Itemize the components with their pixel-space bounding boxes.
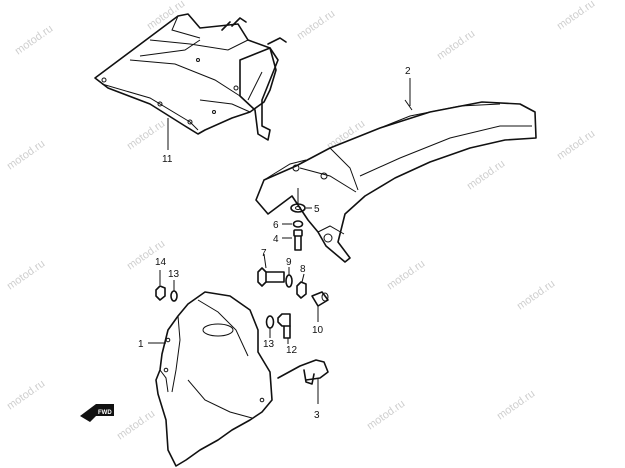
watermark-text: motod.ru [5, 378, 47, 413]
part-4-bolt [293, 229, 303, 251]
fwd-direction-arrow: FWD [80, 404, 114, 422]
callout-8: 8 [300, 264, 306, 275]
callout-5: 5 [314, 204, 320, 215]
leader-8 [301, 273, 305, 283]
watermark-text: motod.ru [555, 0, 597, 32]
callout-10: 10 [312, 325, 324, 336]
part-13-washer-left [170, 290, 178, 302]
callout-6: 6 [273, 220, 279, 231]
callout-11: 11 [162, 154, 173, 165]
callout-7: 7 [261, 248, 267, 259]
fwd-label: FWD [98, 410, 112, 416]
watermark-text: motod.ru [515, 278, 557, 313]
callout-2: 2 [405, 66, 411, 77]
leader-7 [263, 253, 267, 269]
callout-4: 4 [273, 234, 279, 245]
part-2-rear-fender [255, 99, 537, 263]
part-8-nut [296, 281, 307, 299]
watermark-text: motod.ru [295, 8, 337, 43]
part-12-bolt [277, 313, 291, 339]
part-6-washer [292, 220, 304, 228]
callout-14: 14 [155, 257, 167, 268]
callout-13a: 13 [168, 269, 180, 280]
watermark-text: motod.ru [13, 23, 55, 58]
part-1-mudguard [155, 291, 273, 467]
part-10-collar [311, 291, 329, 307]
part-7-bolt [257, 267, 285, 287]
watermark-text: motod.ru [5, 258, 47, 293]
watermark-text: motod.ru [495, 388, 537, 423]
watermark-text: motod.ru [385, 258, 427, 293]
callout-3: 3 [314, 410, 320, 421]
part-14-nut [155, 285, 166, 301]
part-11-tray [94, 13, 287, 141]
watermark-text: motod.ru [435, 28, 477, 63]
part-3-clamp [277, 359, 329, 385]
watermark-text: motod.ru [465, 158, 507, 193]
watermark-text: motod.ru [555, 128, 597, 163]
part-9-washer [285, 274, 293, 288]
callout-9: 9 [286, 257, 292, 268]
watermark-text: motod.ru [5, 138, 47, 173]
watermark-text: motod.ru [365, 398, 407, 433]
callout-12: 12 [286, 345, 298, 356]
part-13-washer-mid [265, 315, 275, 329]
callout-1: 1 [138, 339, 144, 350]
watermark-text: motod.ru [125, 118, 167, 153]
watermark-text: motod.ru [115, 408, 157, 443]
callout-13b: 13 [263, 339, 275, 350]
